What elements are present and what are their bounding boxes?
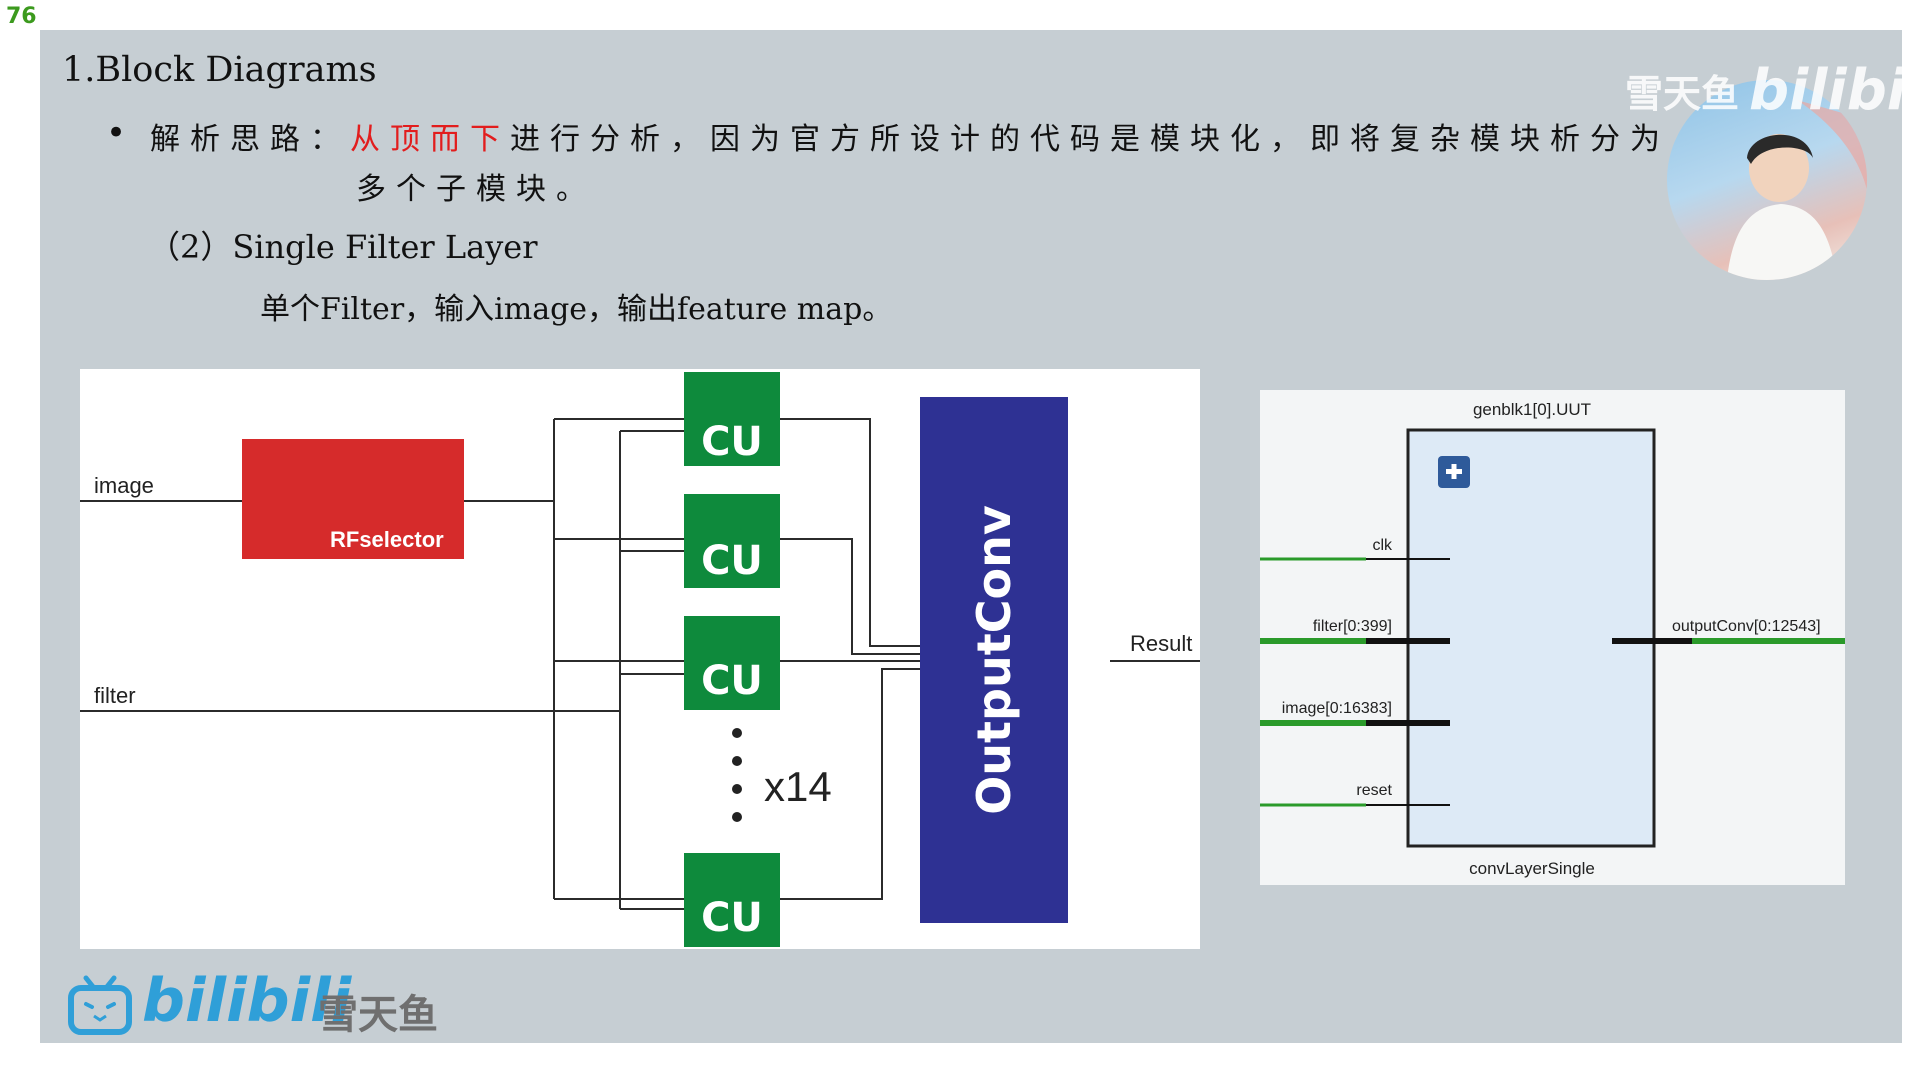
- left-diagram-wires: [80, 418, 1200, 910]
- reset-port-label: reset: [1356, 782, 1392, 799]
- bilibili-tv-icon: [68, 975, 132, 1035]
- cu-block-4: [684, 853, 780, 947]
- expand-plus-icon[interactable]: [1438, 456, 1470, 488]
- output-conv-block: [920, 397, 1068, 923]
- clk-port-label: clk: [1372, 537, 1393, 554]
- bullet-highlight: 从顶而下: [350, 122, 510, 157]
- cu-block-3: [684, 616, 780, 710]
- ellipsis-dots: [732, 728, 742, 822]
- cu-label-2: CU: [701, 538, 763, 584]
- rf-selector-block: [242, 439, 464, 559]
- bilibili-logo-text: bilibili: [142, 966, 352, 1036]
- top-watermark: 雪天鱼bilibili: [1625, 58, 1920, 128]
- result-label: Result: [1130, 631, 1192, 656]
- top-watermark-logo: bilibili: [1749, 58, 1920, 123]
- input-filter-label: filter: [94, 683, 136, 708]
- module-name: convLayerSingle: [1469, 859, 1595, 878]
- image-port-label: image[0:16383]: [1282, 700, 1392, 717]
- slide-title: 1.Block Diagrams: [62, 50, 377, 90]
- presenter-silhouette: [1727, 100, 1867, 280]
- presenter-avatar: [1667, 80, 1867, 280]
- cu-block-1: [684, 372, 780, 466]
- bullet-rest: 进行分析，因为官方所设计的代码是模块化，即将复杂模块析分为: [510, 122, 1670, 157]
- single-filter-block-diagram: image filter RFselector CU CU CU CU x14 …: [80, 369, 1200, 949]
- top-watermark-name: 雪天鱼: [1625, 72, 1740, 116]
- uploader-name: 雪天鱼: [318, 992, 438, 1038]
- bullet-text-line-2: 多个子模块。: [356, 172, 596, 207]
- subheading: （2）Single Filter Layer: [148, 228, 538, 266]
- slide-canvas: 1.Block Diagrams • 解析思路：从顶而下进行分析，因为官方所设计…: [40, 30, 1920, 1043]
- cu-label-3: CU: [701, 658, 763, 704]
- bullet-text-line-1: 解析思路：从顶而下进行分析，因为官方所设计的代码是模块化，即将复杂模块析分为: [150, 114, 1670, 158]
- conv-layer-schematic: genblk1[0].UUT convLayerSingle clk filte…: [1260, 390, 1845, 885]
- subline-description: 单个Filter，输入image，输出feature map。: [260, 292, 893, 327]
- repeat-count-label: x14: [764, 763, 832, 810]
- bullet-prefix: 解析思路：: [150, 122, 350, 157]
- cu-label-4: CU: [701, 895, 763, 941]
- output-port-label: outputConv[0:12543]: [1672, 618, 1821, 635]
- cu-label-1: CU: [701, 419, 763, 465]
- input-image-label: image: [94, 473, 154, 498]
- rf-selector-label: RFselector: [330, 527, 444, 552]
- cu-block-2: [684, 494, 780, 588]
- instance-name: genblk1[0].UUT: [1473, 400, 1591, 419]
- output-conv-label: OutputConv: [967, 505, 1021, 815]
- bullet-marker: •: [106, 113, 127, 153]
- page-number: 76: [6, 4, 37, 29]
- filter-port-label: filter[0:399]: [1313, 618, 1392, 635]
